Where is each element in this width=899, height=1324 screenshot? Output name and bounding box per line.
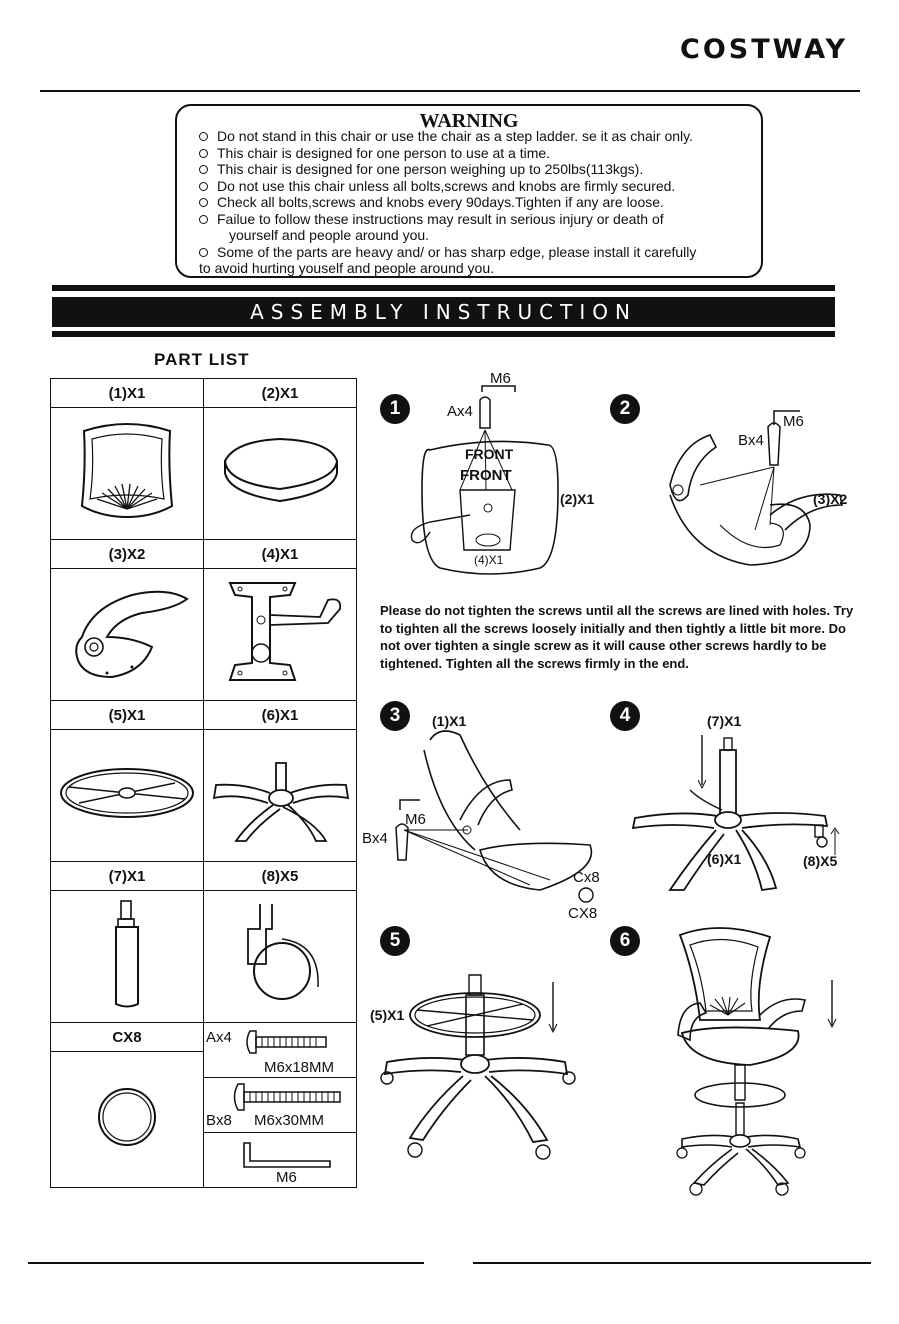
warning-item-continued: yourself and people around you. [229,227,430,243]
warning-list: Do not stand in this chair or use the ch… [199,128,759,277]
screw-a-qty: Ax4 [206,1029,232,1046]
step2-screw-label: Bx4 [738,432,764,449]
bullet-icon [199,214,208,224]
screw-b-cell: Bx8 M6x30MM [203,1077,357,1133]
tightening-note: Please do not tighten the screws until a… [380,603,854,671]
step5-illustration [380,974,576,1160]
warning-item: Failue to follow these instructions may … [199,211,759,228]
gas-lift-icon [115,900,139,1008]
step2-part-label: (3)X2 [813,491,848,507]
assembly-banner: ASSEMBLY INSTRUCTION [52,297,835,327]
step1-part-label: (4)X1 [474,553,504,567]
armrest-illustration [50,568,204,701]
step-number: 3 [380,701,410,731]
step1-screw-label: Ax4 [447,403,473,420]
step2-illustration [669,410,843,566]
step4-part-label: (7)X1 [707,713,742,729]
bullet-icon [199,198,208,207]
bullet-icon [199,148,208,158]
part-label: (7)X1 [50,861,204,891]
footer-divider-left [28,1262,424,1264]
caster-icon [247,904,319,1000]
screw-b-qty: Bx8 [206,1112,232,1129]
part-label: CX8 [50,1022,204,1052]
step-number: 2 [610,394,640,424]
mechanism-illustration [203,568,357,701]
step3-washer-label: Cx8 [573,869,600,886]
step3-wrench-label: M6 [405,811,426,828]
step1-illustration [410,385,559,575]
footring-icon [60,768,194,818]
banner-rule-bottom [52,331,835,337]
bullet-icon [199,132,208,141]
caster-illustration [203,890,357,1023]
warning-item: Do not stand in this chair or use the ch… [199,128,759,145]
step-number: 5 [380,926,410,956]
footer-divider-right [473,1262,871,1264]
screw-a-size: M6x18MM [264,1059,335,1076]
step3-part-label: (1)X1 [432,713,467,729]
bullet-icon [199,181,208,191]
warning-item-continued: to avoid hurting youself and people arou… [199,260,494,276]
brand-logo: COSTWAY [680,34,849,65]
part-label: (3)X2 [50,539,204,569]
step4-part-label: (8)X5 [803,853,838,869]
part-label: (8)X5 [203,861,357,891]
step1-part-label: (2)X1 [560,491,595,507]
footring-illustration [50,729,204,862]
part-label: (2)X1 [203,378,357,408]
step-number: 6 [610,926,640,956]
banner-rule-top [52,285,835,291]
washer-illustration [50,1051,204,1188]
step-number: 1 [380,394,410,424]
screw-a-cell: Ax4 M6x18MM [203,1022,357,1078]
part-label: (1)X1 [50,378,204,408]
seat-icon [223,437,339,503]
step3-screw-label: Bx4 [362,830,388,847]
step1-front-label: FRONT [465,446,514,462]
backrest-illustration [50,407,204,540]
warning-item: Do not use this chair unless all bolts,s… [199,178,759,195]
warning-title: WARNING [419,110,519,132]
warning-item: This chair is designed for one person to… [199,145,759,162]
step1-front-label: FRONT [460,467,512,484]
screw-b-size: M6x30MM [254,1112,325,1129]
step3-illustration [395,730,594,903]
warning-item: Check all bolts,screws and knobs every 9… [199,194,759,211]
base-illustration [203,729,357,862]
mechanism-icon [228,581,342,681]
step1-wrench-label: M6 [490,370,511,387]
bullet-icon [199,247,208,257]
washer-icon [98,1088,156,1146]
step6-illustration [676,927,837,1196]
screw-b-icon [233,1083,341,1111]
step4-illustration [631,735,840,892]
part-list-table: (1)X1 (2)X1 (3)X2 (4)X1 [50,378,357,1188]
part-list-title: PART LIST [154,350,250,369]
part-label: (5)X1 [50,700,204,730]
screw-a-icon [246,1030,327,1054]
gas-lift-illustration [50,890,204,1023]
step3-washer-label: CX8 [568,905,598,922]
warning-item: Some of the parts are heavy and/ or has … [199,244,759,261]
base-icon [212,762,349,842]
warning-box: WARNING Do not stand in this chair or us… [175,104,763,278]
part-label: (4)X1 [203,539,357,569]
armrest-icon [75,590,189,679]
allen-wrench-icon [243,1142,331,1168]
header-divider [40,90,860,92]
step4-part-label: (6)X1 [707,851,742,867]
step-number: 4 [610,701,640,731]
step5-part-label: (5)X1 [370,1007,405,1023]
backrest-icon [80,423,174,519]
warning-item: This chair is designed for one person we… [199,161,759,178]
part-label: (6)X1 [203,700,357,730]
seat-illustration [203,407,357,540]
wrench-cell: M6 [203,1132,357,1188]
wrench-size: M6 [276,1169,297,1186]
step2-wrench-label: M6 [783,413,804,430]
bullet-icon [199,165,208,174]
